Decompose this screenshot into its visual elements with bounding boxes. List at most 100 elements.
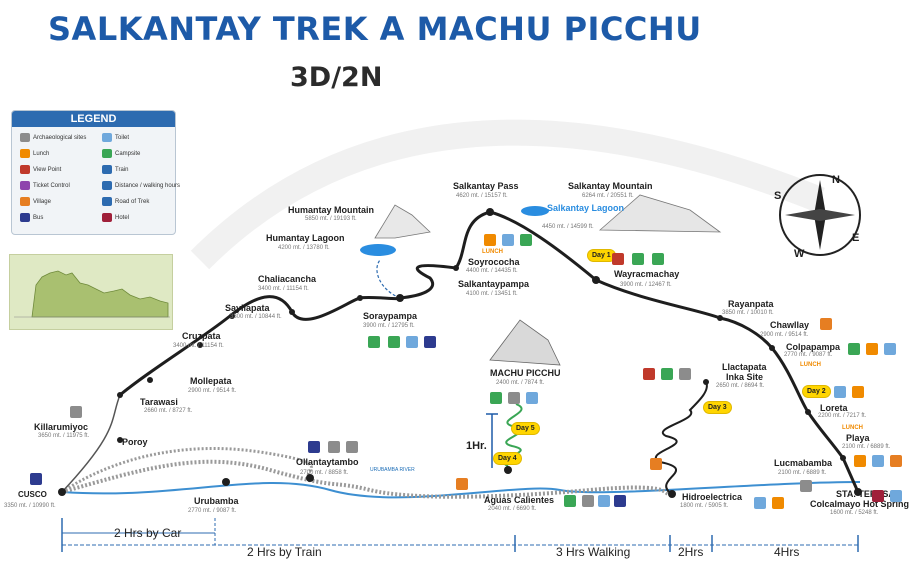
- viewpoint-icon: [20, 165, 30, 174]
- village-icon: [456, 478, 468, 490]
- legend-item-label: Distance / walking hours: [115, 182, 181, 189]
- elevation-profile: [9, 254, 173, 330]
- lunch-icon: [772, 497, 784, 509]
- campsite-icon: [368, 336, 380, 348]
- label-chawllay: Chawllay: [770, 320, 810, 330]
- toilet-icon: [884, 343, 896, 355]
- alt-chawllay: 2900 mt. / 9514 ft.: [760, 332, 809, 338]
- campsite-icon: [520, 234, 532, 246]
- legend-item: Archaeological sites: [20, 133, 86, 142]
- label-sta-teresa: STA. TERESA: [836, 489, 895, 499]
- compass-s: S: [774, 190, 782, 202]
- label-urubamba: Urubamba: [194, 496, 239, 506]
- toilet-icon: [406, 336, 418, 348]
- label-wayracmachay: Wayracmachay: [614, 269, 680, 279]
- legend-item-label: Lunch: [33, 150, 50, 157]
- ruins-icon: [679, 368, 691, 380]
- alt-ollantaytambo: 2700 mt. / 8858 ft.: [300, 470, 349, 476]
- alt-tarawasi: 2660 mt. / 8727 ft.: [144, 408, 193, 414]
- legend-item: Bus: [20, 213, 43, 222]
- day-4-badge: Day 4: [494, 453, 521, 464]
- alt-salkantay-pass: 4620 mt. / 15157 ft.: [456, 193, 508, 199]
- ruins-icon: [346, 441, 358, 453]
- hour-marker-label: 1Hr.: [466, 440, 487, 452]
- ruins-icon: [328, 441, 340, 453]
- distance-icon: [102, 181, 112, 190]
- alt-salkantaypampa: 4100 mt. / 13451 ft.: [466, 291, 518, 297]
- legend-item: View Point: [20, 165, 61, 174]
- alt-salkantay-lagoon: 4450 mt. / 14599 ft.: [542, 224, 594, 230]
- legend-item-label: Road of Trek: [115, 198, 150, 205]
- label-salkantay-mountain: Salkantay Mountain: [568, 181, 653, 191]
- alt-humantay-lagoon: 4200 mt. / 13780 ft.: [278, 245, 330, 251]
- campsite-icon: [632, 253, 644, 265]
- label-poroy: Poroy: [122, 437, 148, 447]
- legend-item-label: Village: [33, 198, 51, 205]
- village-icon: [650, 458, 662, 470]
- label-rayanpata: Rayanpata: [728, 299, 774, 309]
- lunch-icon: [866, 343, 878, 355]
- elevation-profile-graphic: [10, 255, 172, 329]
- label-humantay-lagoon: Humantay Lagoon: [266, 233, 345, 243]
- legend-item: Train: [102, 165, 128, 174]
- legend-item: Campsite: [102, 149, 140, 158]
- label-sayllapata: Sayllapata: [225, 303, 270, 313]
- legend-item: Ticket Control: [20, 181, 70, 190]
- alt-playa: 2100 mt. / 6889 ft.: [842, 444, 891, 450]
- toilet-icon: [834, 386, 846, 398]
- label-salkantaypampa: Salkantaypampa: [458, 279, 530, 289]
- legend-item-label: Hotel: [115, 214, 130, 221]
- toilet-icon: [872, 455, 884, 467]
- label-cusco: CUSCO: [18, 490, 47, 499]
- legend-item-label: View Point: [33, 166, 62, 173]
- road-icon: [102, 197, 112, 206]
- campsite-icon: [388, 336, 400, 348]
- legend-item: Lunch: [20, 149, 49, 158]
- campsite-icon: [661, 368, 673, 380]
- toilet-icon: [526, 392, 538, 404]
- label-loreta: Loreta: [820, 403, 848, 413]
- ruins-icon: [70, 406, 82, 418]
- label-soyrococha: Soyrococha: [468, 257, 520, 267]
- day-3-badge: Day 3: [704, 402, 731, 413]
- alt-soyrococha: 4400 mt. / 14435 ft.: [466, 268, 518, 274]
- toilet-icon: [754, 497, 766, 509]
- campsite-icon: [564, 495, 576, 507]
- viewpoint-icon: [612, 253, 624, 265]
- legend-item: Village: [20, 197, 51, 206]
- alt-killarumiyoc: 3650 mt. / 11975 ft.: [38, 433, 90, 439]
- label-inka-site: Inka Site: [726, 372, 764, 382]
- label-chaliacancha: Chaliacancha: [258, 274, 317, 284]
- ruins-icon: [582, 495, 594, 507]
- campsite-icon: [490, 392, 502, 404]
- map-subtitle: 3D/2N: [290, 62, 383, 93]
- label-ollantaytambo: Ollantaytambo: [296, 457, 359, 467]
- legend-item: Road of Trek: [102, 197, 149, 206]
- alt-colpapampa: 2770 mt. / 9087 ft.: [784, 352, 833, 358]
- compass-n: N: [832, 174, 840, 186]
- campsite-icon: [102, 149, 112, 158]
- legend-item: Hotel: [102, 213, 129, 222]
- segment-walking: 3 Hrs Walking: [556, 545, 631, 559]
- bus-icon: [20, 213, 30, 222]
- compass-e: E: [852, 232, 860, 244]
- toilet-icon: [890, 490, 902, 502]
- bus-icon: [424, 336, 436, 348]
- alt-lucmabamba: 2100 mt. / 6889 ft.: [778, 470, 827, 476]
- segment-two-hrs: 2Hrs: [678, 545, 704, 559]
- ticket-icon: [20, 181, 30, 190]
- legend-item-label: Bus: [33, 214, 44, 221]
- alt-hidroelectrica: 1800 mt. / 5905 ft.: [680, 503, 729, 509]
- toilet-icon: [502, 234, 514, 246]
- label-salkantay-lagoon: Salkantay Lagoon: [547, 203, 625, 213]
- compass-w: W: [794, 248, 805, 260]
- hotel-icon: [102, 213, 112, 222]
- alt-machu-picchu: 2400 mt. / 7874 ft.: [496, 380, 545, 386]
- train-icon: [102, 165, 112, 174]
- legend-item-label: Archaeological sites: [33, 134, 87, 141]
- map-title: SALKANTAY TREK A MACHU PICCHU: [48, 10, 702, 48]
- alt-cusco: 3350 mt. / 10990 ft.: [4, 503, 56, 509]
